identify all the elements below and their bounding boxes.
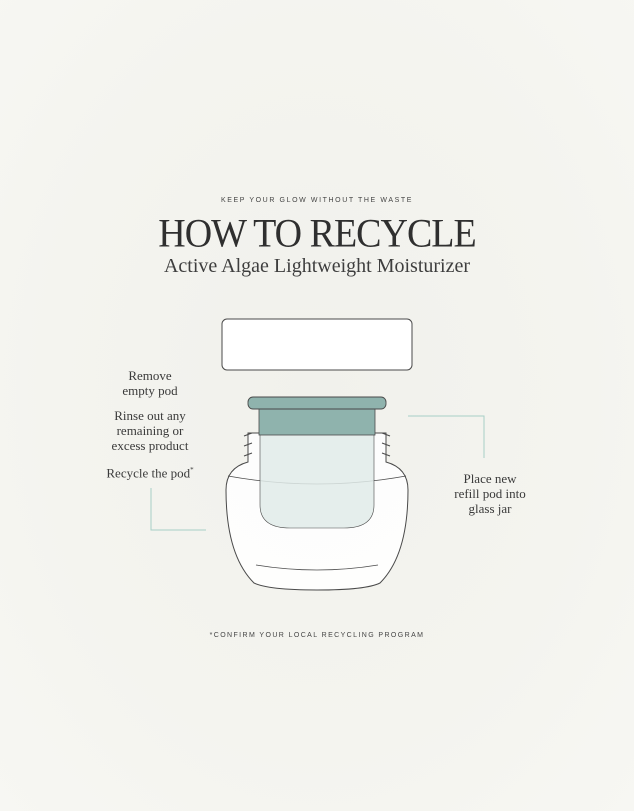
jar-thread-right-1 [381, 432, 391, 437]
jar-thread-right-2 [381, 442, 391, 447]
step-rinse-line-2: remaining or [116, 423, 184, 438]
jar-lid [221, 318, 413, 371]
callout-line-right [408, 415, 485, 458]
step-place-line-1: Place new [463, 471, 517, 486]
recycling-footnote: *CONFIRM YOUR LOCAL RECYCLING PROGRAM [209, 632, 425, 639]
eyebrow-tagline: KEEP YOUR GLOW WITHOUT THE WASTE [221, 197, 413, 204]
callout-line-left [150, 488, 206, 531]
step-remove-pod: Remove empty pod [100, 368, 200, 398]
jar-thread-left-3 [243, 452, 253, 457]
refill-pod-inner [259, 431, 375, 529]
jar-thread-right-3 [381, 452, 391, 457]
footnote-asterisk: * [190, 466, 194, 474]
step-recycle-pod: Recycle the pod* [96, 463, 204, 480]
step-place-refill: Place new refill pod into glass jar [432, 471, 548, 516]
step-recycle-text: Recycle the pod [106, 465, 191, 481]
product-subtitle: Active Algae Lightweight Moisturizer [163, 255, 471, 277]
jar-thread-left-2 [243, 442, 253, 447]
step-remove-line-2: empty pod [122, 383, 178, 398]
step-place-line-3: glass jar [468, 501, 512, 516]
step-rinse-line-1: Rinse out any [114, 408, 186, 423]
page-title: HOW TO RECYCLE [158, 211, 476, 257]
step-remove-line-1: Remove [128, 368, 172, 383]
jar-base-line [255, 564, 379, 571]
refill-pod-rim [247, 396, 387, 410]
step-rinse-line-3: excess product [111, 438, 189, 453]
refill-pod-band [258, 404, 376, 436]
jar-thread-left-1 [243, 432, 253, 437]
step-place-line-2: refill pod into [454, 486, 526, 501]
step-rinse-pod: Rinse out any remaining or excess produc… [96, 408, 204, 453]
